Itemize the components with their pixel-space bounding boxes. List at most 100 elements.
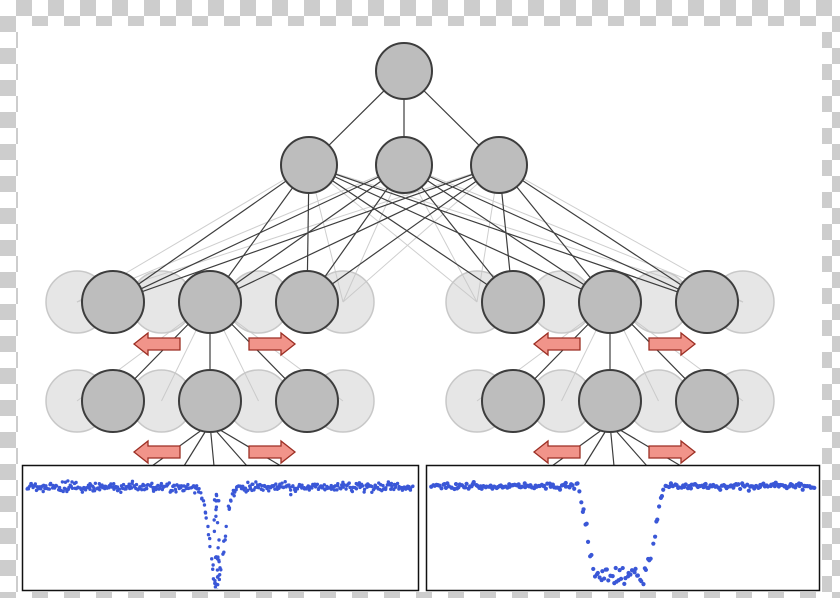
data-point bbox=[167, 481, 171, 485]
data-point bbox=[557, 487, 563, 492]
data-point bbox=[134, 482, 139, 487]
data-point bbox=[214, 493, 219, 498]
data-point bbox=[223, 538, 227, 542]
data-point bbox=[577, 489, 582, 494]
data-point bbox=[246, 480, 250, 485]
network-node bbox=[178, 369, 242, 433]
data-point bbox=[300, 486, 304, 490]
data-point bbox=[232, 494, 236, 498]
data-point bbox=[234, 488, 238, 492]
network-node bbox=[375, 136, 433, 194]
data-point bbox=[216, 574, 220, 578]
data-point bbox=[130, 481, 134, 485]
right-sliding-arrow bbox=[648, 331, 697, 357]
data-point bbox=[222, 550, 226, 554]
data-point bbox=[263, 484, 267, 489]
data-point bbox=[119, 490, 123, 494]
data-point bbox=[738, 486, 743, 492]
data-point bbox=[112, 482, 116, 486]
data-point bbox=[464, 481, 469, 486]
data-point bbox=[70, 486, 75, 490]
left-sliding-arrow bbox=[532, 439, 581, 465]
data-point bbox=[243, 486, 248, 490]
left-sliding-arrow bbox=[132, 439, 181, 465]
data-point bbox=[381, 483, 385, 488]
network-node bbox=[280, 136, 338, 194]
data-point bbox=[41, 489, 45, 494]
data-point bbox=[390, 484, 394, 489]
data-point bbox=[216, 582, 220, 587]
data-point bbox=[74, 480, 78, 485]
data-point bbox=[746, 488, 751, 493]
data-point bbox=[199, 491, 203, 495]
edge bbox=[308, 164, 514, 303]
data-point bbox=[300, 483, 304, 487]
data-point bbox=[63, 487, 68, 491]
data-point bbox=[246, 488, 250, 493]
data-point bbox=[395, 481, 400, 486]
data-point bbox=[92, 489, 97, 493]
data-point bbox=[655, 517, 660, 522]
data-point bbox=[657, 504, 662, 509]
data-point bbox=[215, 520, 220, 525]
data-point bbox=[354, 487, 359, 491]
data-point bbox=[643, 567, 648, 573]
data-point bbox=[202, 503, 207, 507]
data-point bbox=[563, 484, 568, 489]
edge bbox=[209, 423, 282, 467]
data-point bbox=[212, 518, 216, 522]
data-point bbox=[641, 581, 646, 587]
data-point bbox=[389, 481, 394, 486]
data-point bbox=[70, 480, 74, 484]
data-point bbox=[373, 483, 378, 488]
data-point bbox=[613, 565, 618, 571]
data-point bbox=[210, 557, 214, 561]
data-point bbox=[142, 484, 146, 488]
data-point bbox=[617, 568, 622, 573]
network-node bbox=[178, 270, 242, 334]
data-point bbox=[256, 485, 261, 490]
network-node bbox=[481, 270, 545, 334]
data-point bbox=[33, 482, 38, 486]
ghost-nodes-layer bbox=[45, 270, 775, 433]
data-point bbox=[610, 574, 615, 579]
edge bbox=[112, 164, 405, 303]
data-point bbox=[567, 485, 572, 490]
edge bbox=[112, 164, 500, 303]
data-point bbox=[651, 541, 656, 546]
data-point bbox=[370, 484, 374, 489]
data-point bbox=[579, 500, 584, 505]
data-point bbox=[572, 486, 577, 491]
network-node bbox=[578, 369, 642, 433]
data-point bbox=[595, 570, 600, 576]
data-point bbox=[80, 490, 85, 494]
data-point bbox=[251, 482, 255, 486]
data-point bbox=[248, 485, 252, 489]
data-point bbox=[121, 482, 126, 487]
data-point bbox=[648, 556, 653, 561]
data-point bbox=[411, 484, 415, 488]
data-point bbox=[373, 486, 377, 490]
data-point bbox=[736, 482, 741, 487]
data-point bbox=[97, 488, 102, 492]
edge bbox=[342, 164, 500, 303]
data-point bbox=[124, 487, 128, 491]
data-point bbox=[223, 534, 228, 538]
data-point bbox=[360, 484, 365, 488]
data-point bbox=[347, 481, 351, 485]
data-point bbox=[718, 487, 723, 492]
left-sliding-arrow bbox=[132, 331, 181, 357]
network-node bbox=[275, 369, 339, 433]
data-point bbox=[277, 486, 281, 490]
data-point bbox=[812, 485, 817, 490]
data-point bbox=[217, 538, 221, 542]
data-point bbox=[174, 490, 178, 494]
data-point bbox=[462, 485, 468, 490]
data-point bbox=[204, 516, 208, 520]
data-point bbox=[800, 487, 805, 492]
data-point bbox=[620, 565, 625, 571]
data-point bbox=[602, 576, 607, 581]
data-point bbox=[585, 539, 591, 544]
data-point bbox=[214, 505, 219, 509]
